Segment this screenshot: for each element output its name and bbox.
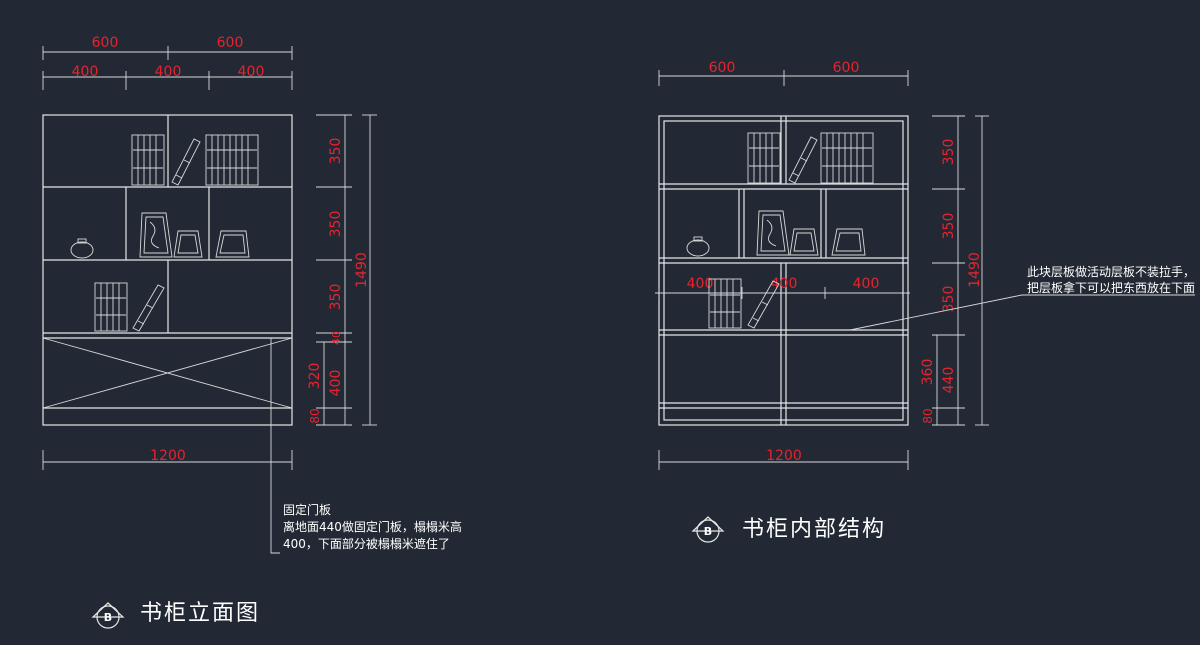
picture-frame-icon [173, 230, 203, 258]
dim-600-left: 600 [92, 35, 119, 51]
books-icon [94, 282, 128, 332]
note-line-2: 把层板拿下可以把东西放在下面 [1027, 280, 1195, 295]
dim-350-a: 350 [941, 139, 957, 166]
dim-350-b: 350 [328, 211, 344, 238]
drawing-title: B 书柜内部结构 [691, 516, 886, 543]
fixed-door-note: 固定门板 离地面440做固定门板，榻榻米高 400，下面部分被榻榻米遮住了 [270, 338, 462, 554]
vase-icon [70, 238, 94, 259]
dim-1490: 1490 [967, 252, 983, 288]
note-line-1: 固定门板 [283, 502, 331, 517]
bottom-dimension-1200: 1200 [658, 448, 909, 470]
bottom-dimension-1200: 1200 [42, 448, 293, 470]
leaning-book-icon [171, 138, 201, 186]
dim-600-right: 600 [833, 60, 860, 76]
title-text: 书柜立面图 [140, 601, 260, 626]
title-text: 书柜内部结构 [742, 517, 886, 542]
middle-dimension-400: 400 400 400 [655, 276, 910, 299]
picture-frame-icon [756, 210, 790, 256]
books-icon [820, 132, 874, 184]
dim-360: 360 [920, 359, 936, 386]
dim-400-right: 400 [328, 370, 344, 397]
dim-400-b: 400 [155, 64, 182, 80]
cabinet-frame [42, 114, 293, 426]
right-dimension-chain: 350 350 350 360 80 440 1490 [920, 115, 989, 426]
section-marker-icon [691, 516, 725, 532]
picture-frame-icon [789, 228, 819, 256]
dim-400-c: 400 [853, 276, 880, 292]
dim-440: 440 [941, 367, 957, 394]
dim-350-c: 350 [328, 284, 344, 311]
leaning-book-icon [788, 136, 818, 184]
picture-frame-icon [139, 212, 173, 258]
fixed-door-cross-b [42, 337, 293, 409]
cabinet-frame [658, 115, 909, 426]
books-icon [205, 134, 259, 186]
dim-350-a: 350 [328, 138, 344, 165]
vase-icon [686, 236, 710, 257]
dim-400-a: 400 [687, 276, 714, 292]
dim-40: 40 [330, 331, 343, 345]
top-dimension-400: 400 400 400 [42, 64, 293, 90]
top-dimension-600: 600 600 [658, 60, 909, 86]
dim-400-c: 400 [238, 64, 265, 80]
dim-1200: 1200 [150, 448, 186, 464]
dim-400-a: 400 [72, 64, 99, 80]
books-icon [131, 134, 165, 186]
leaning-book-icon [132, 284, 165, 332]
note-line-3: 400，下面部分被榻榻米遮住了 [283, 536, 450, 551]
books-icon [747, 132, 781, 184]
dim-400-b: 400 [771, 276, 798, 292]
movable-shelf-note: 此块层板做活动层板不装拉手， 把层板拿下可以把东西放在下面 [849, 264, 1195, 331]
dim-1200: 1200 [766, 448, 802, 464]
dim-350-c: 350 [941, 286, 957, 313]
picture-frame-icon [215, 230, 250, 258]
right-dimension-chain: 350 350 350 40 320 80 400 1490 [307, 114, 377, 426]
dim-80: 80 [308, 408, 322, 423]
picture-frame-icon [831, 228, 866, 256]
bookcase-elevation: 600 600 400 400 400 [42, 35, 462, 629]
drawing-title: B 书柜立面图 [91, 601, 260, 629]
dim-80: 80 [921, 408, 935, 423]
note-line-1: 此块层板做活动层板不装拉手， [1027, 264, 1195, 279]
bookcase-interior: 600 600 [655, 60, 1195, 543]
books-icon [708, 278, 742, 329]
section-badge: B [104, 611, 112, 624]
note-line-2: 离地面440做固定门板，榻榻米高 [283, 519, 462, 534]
dim-320: 320 [307, 363, 323, 390]
dim-600-right: 600 [217, 35, 244, 51]
section-marker-icon [91, 602, 125, 618]
top-dimension-600: 600 600 [42, 35, 293, 60]
dim-1490: 1490 [354, 252, 370, 288]
section-badge: B [704, 525, 712, 538]
dim-350-b: 350 [941, 213, 957, 240]
dim-600-left: 600 [709, 60, 736, 76]
leaning-book-icon [747, 280, 780, 329]
